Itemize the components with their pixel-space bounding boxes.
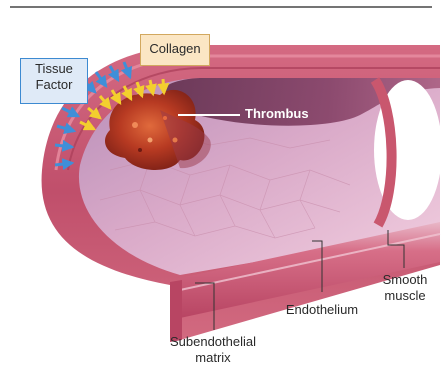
thrombus-label: Thrombus	[245, 106, 309, 122]
subendothelial-matrix-label: Subendothelial matrix	[158, 334, 268, 366]
vessel-cut-face	[170, 280, 182, 342]
tissue-factor-label: Tissue Factor	[20, 58, 88, 104]
endothelium-label: Endothelium	[272, 302, 372, 318]
collagen-label: Collagen	[140, 34, 210, 66]
smooth-muscle-label: Smooth muscle	[372, 272, 438, 304]
